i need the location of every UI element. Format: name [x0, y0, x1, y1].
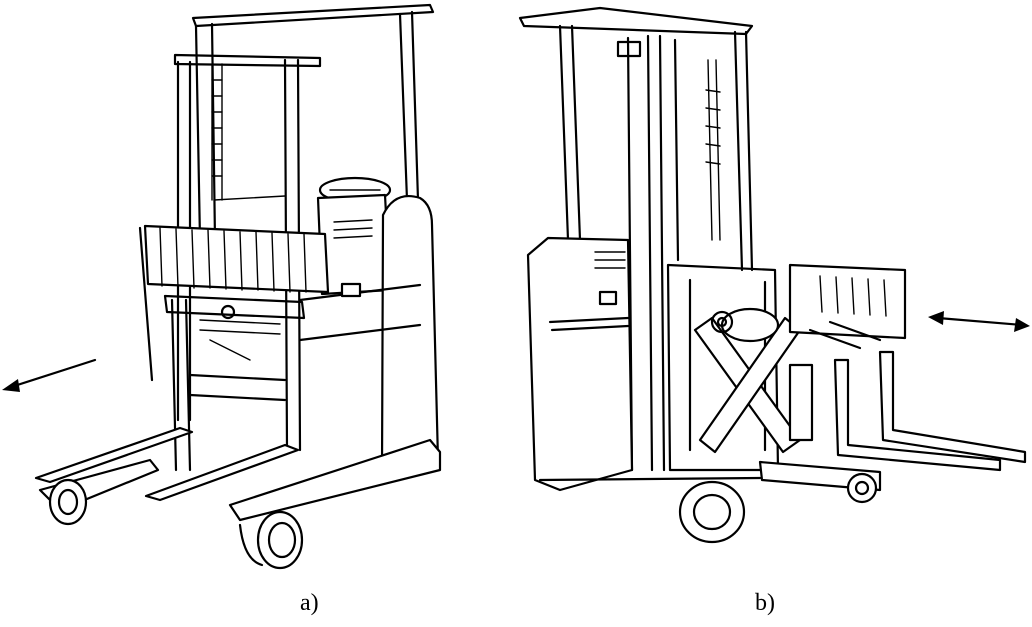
fork-carriage-a: [163, 294, 306, 472]
caption-b: b): [755, 590, 775, 616]
forks-a: [34, 426, 300, 502]
forks-b: [833, 350, 1027, 472]
double-arrow-icon: [928, 311, 1030, 332]
caption-a: a): [300, 590, 319, 616]
operator-console-a: [298, 176, 440, 472]
overhead-guard-b: [518, 6, 754, 272]
load-backrest-b: [788, 263, 907, 442]
wheels-b: [678, 472, 878, 544]
left-arrow-icon: [2, 358, 97, 392]
pantograph-mechanism-b: [666, 263, 802, 472]
operator-body-b: [526, 236, 634, 492]
forklift-a-illustration: [2, 3, 442, 570]
overhead-guard-a: [191, 3, 435, 242]
forklift-b-illustration: [518, 6, 1030, 544]
wheels-a: [48, 478, 304, 570]
lift-chain-a: [211, 79, 223, 177]
outrigger-legs-a: [38, 438, 442, 522]
lift-chain-b: [705, 59, 721, 241]
load-backrest-a: [138, 224, 330, 382]
